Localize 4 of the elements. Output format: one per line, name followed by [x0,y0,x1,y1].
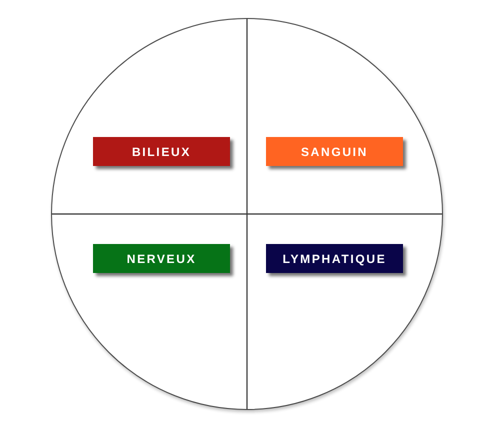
category-box: SANGUIN [266,137,403,166]
category-box: NERVEUX [93,244,230,273]
category-box: BILIEUX [93,137,230,166]
category-box: LYMPHATIQUE [266,244,403,273]
